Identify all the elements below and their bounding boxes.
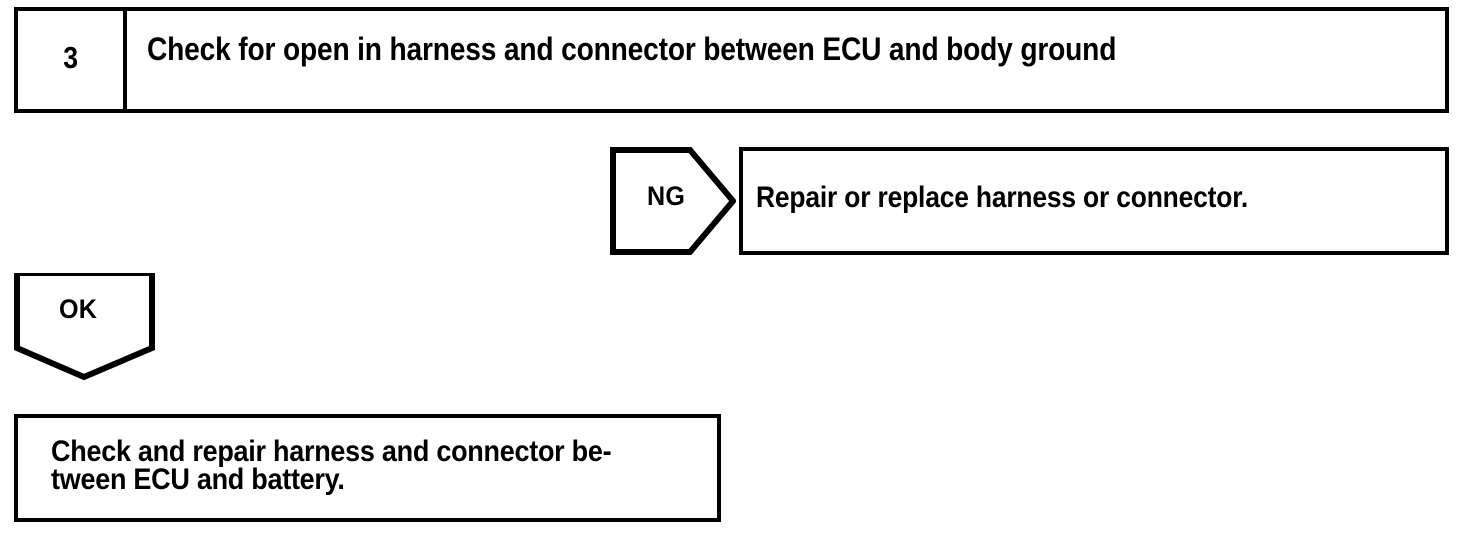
ok-result-text: Check and repair harness and connector b… [51,435,612,496]
ok-result-box: Check and repair harness and connector b… [14,414,721,522]
ng-arrow-shape [610,147,736,255]
step-number: 3 [63,39,78,75]
ng-result-text: Repair or replace harness or connector. [756,181,1249,214]
step-title: Check for open in harness and connector … [147,31,1117,67]
ok-label: OK [59,294,98,324]
step-box: 3 Check for open in harness and connecto… [14,7,1449,113]
ng-result-box: Repair or replace harness or connector. [739,147,1449,255]
step-number-cell: 3 [18,11,127,109]
ok-arrow-shape [14,273,155,381]
ng-label: NG [647,181,686,211]
